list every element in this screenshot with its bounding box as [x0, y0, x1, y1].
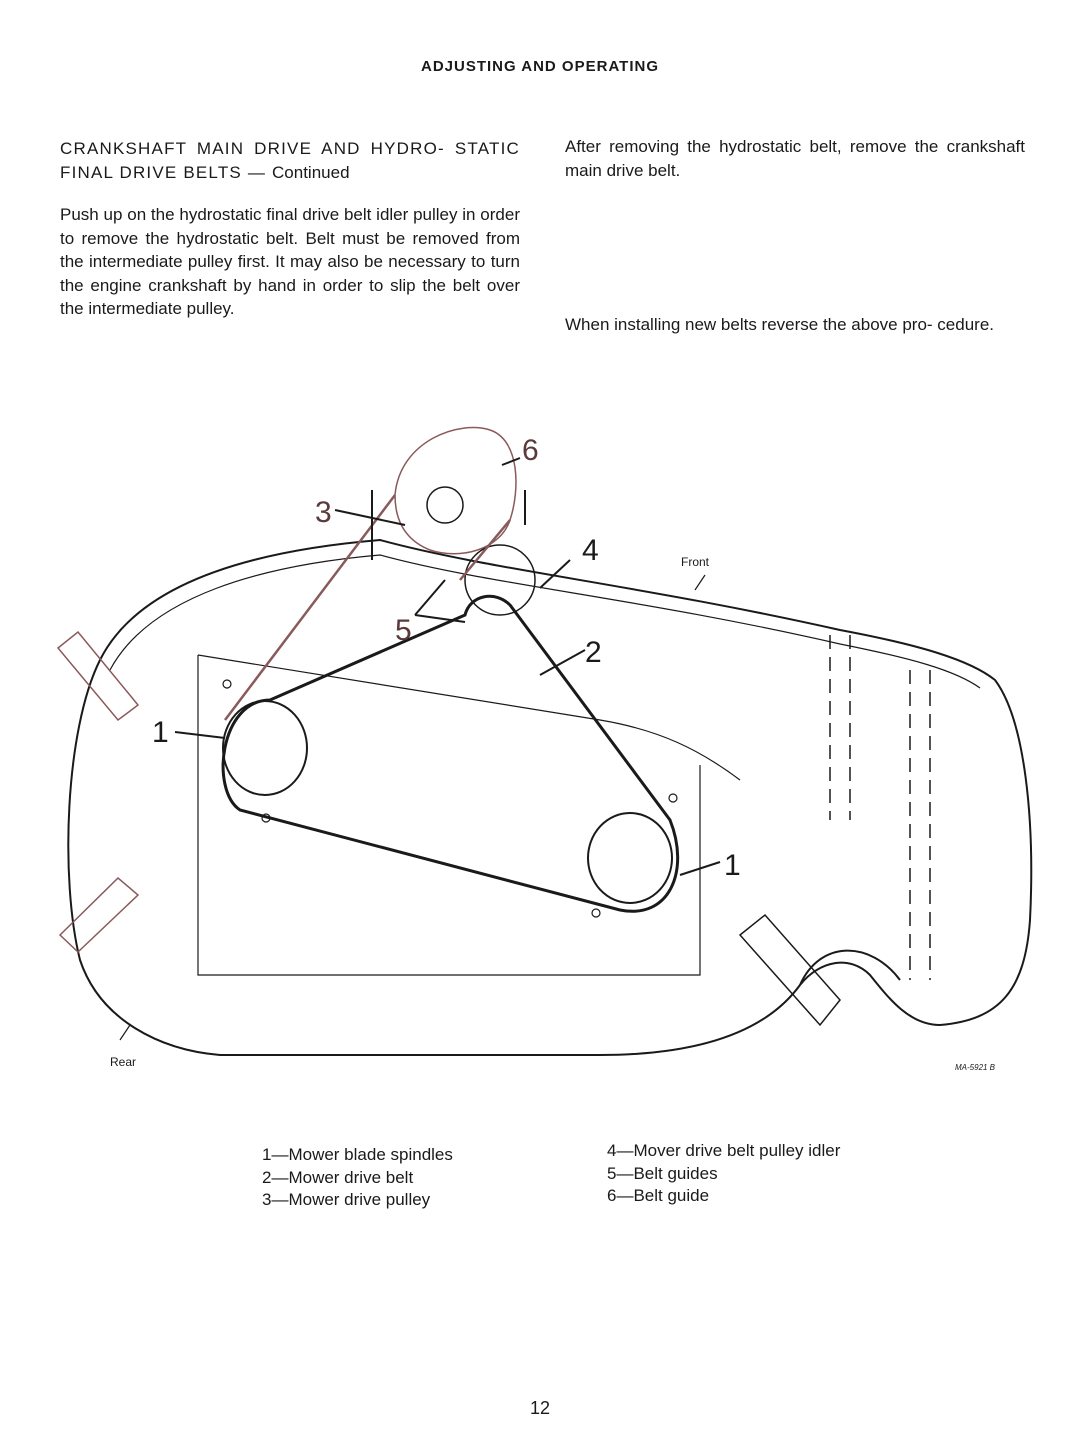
- legend-item: 2—Mower drive belt: [262, 1167, 414, 1187]
- chute-curve: [799, 949, 901, 986]
- mower-drive-pulley-guard: [394, 426, 517, 555]
- callout-1a: 1: [152, 716, 169, 749]
- callout-arrow-1b: [679, 861, 721, 876]
- legend-item: 3—Mower drive pulley: [262, 1190, 431, 1209]
- front-label: Front: [681, 555, 710, 569]
- callout-arrow-6: [501, 457, 521, 466]
- callout-arrow-1a: [174, 731, 226, 739]
- rear-arrow: [119, 1024, 131, 1041]
- page-number: 12: [529, 1398, 551, 1418]
- section-title-suffix: Continued: [272, 163, 350, 182]
- hydrostatic-belt: [224, 494, 511, 721]
- callout-1b: 1: [724, 849, 741, 882]
- spindle-pulley-right: [587, 812, 673, 904]
- callout-6: 6: [522, 434, 539, 467]
- bolt: [668, 793, 678, 803]
- deck-plate: [197, 655, 701, 976]
- side-guard: [829, 635, 931, 980]
- section-title: CRANKSHAFT MAIN DRIVE AND HYDRO- STATIC …: [60, 137, 520, 185]
- deck-inner-edge: [109, 554, 981, 689]
- bolt: [261, 813, 271, 823]
- callout-2: 2: [585, 636, 602, 669]
- legend-item: 4—Mover drive belt pulley idler: [607, 1141, 841, 1160]
- mower-deck-diagram: 1 1 2 3 4 5 6 Front Rear MA-5921 B: [56, 426, 1033, 1072]
- idler-pulley: [464, 544, 536, 616]
- callout-3: 3: [315, 496, 332, 529]
- callout-arrow-5: [414, 579, 466, 623]
- figure-id: MA-5921 B: [955, 1063, 996, 1072]
- deck-outline: [67, 538, 1033, 1056]
- legend-right: 4—Mover drive belt pulley idler 5—Belt g…: [607, 1140, 840, 1208]
- paragraph-remove-hydrostatic-belt: Push up on the hydrostatic final drive b…: [60, 205, 520, 318]
- legend-item: 1—Mower blade spindles: [262, 1145, 453, 1164]
- discharge-chute: [738, 913, 841, 1027]
- deck-plate-top: [197, 654, 741, 781]
- callout-5: 5: [395, 614, 412, 647]
- legend-left: 1—Mower blade spindles 2—Mower drive bel…: [262, 1144, 453, 1212]
- anti-scalp-roller-top: [56, 630, 140, 722]
- paragraph-install-new-belts: When installing new belts reverse the ab…: [565, 315, 995, 334]
- rear-label: Rear: [110, 1055, 136, 1069]
- mower-drive-pulley: [426, 486, 464, 524]
- front-arrow: [694, 574, 706, 591]
- callout-4: 4: [582, 534, 599, 567]
- legend-item: 5—Belt guides: [607, 1163, 718, 1183]
- callout-arrow-3: [334, 509, 406, 526]
- page-header: ADJUSTING AND OPERATING: [420, 58, 659, 75]
- spindle-pulley-left: [222, 700, 308, 796]
- callout-arrow-2: [539, 649, 586, 676]
- section-title-text: CRANKSHAFT MAIN DRIVE AND HYDRO- STATIC …: [60, 139, 520, 182]
- legend-item: 6—Belt guide: [607, 1186, 710, 1205]
- bolt: [591, 908, 601, 918]
- anti-scalp-roller-bottom: [58, 876, 140, 954]
- mower-drive-belt: [221, 594, 680, 913]
- paragraph-remove-main-belt: After removing the hydrostatic belt, rem…: [565, 137, 1025, 180]
- left-column: CRANKSHAFT MAIN DRIVE AND HYDRO- STATIC …: [60, 137, 520, 321]
- bolt: [222, 679, 232, 689]
- right-column: After removing the hydrostatic belt, rem…: [565, 135, 1025, 182]
- callout-arrow-4: [539, 559, 571, 589]
